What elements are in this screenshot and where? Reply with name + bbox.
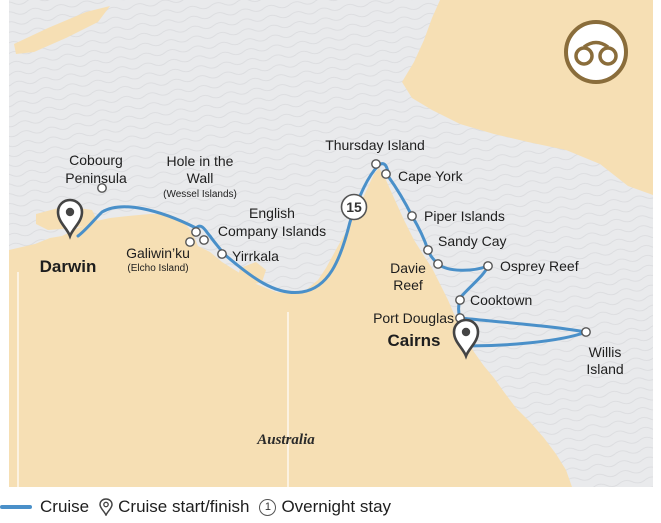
route-map: 15 Cobourg Peninsula Hole in the Wall (W… [9,0,653,487]
label-sandy-cay: Sandy Cay [438,233,506,249]
label-elcho-island: (Elcho Island) [127,263,188,274]
overnight-badge-number: 15 [346,199,362,215]
label-wessel-islands: (Wessel Islands) [163,189,237,200]
label-english-company-2: Company Islands [218,223,326,239]
label-piper-islands: Piper Islands [424,208,505,224]
stop-galiwinku [185,237,195,247]
overnight-number-icon: 1 [259,498,277,516]
legend-start-finish-label: Cruise start/finish [118,497,250,516]
legend-cruise-label: Cruise [40,497,90,516]
legend-overnight: 1 Overnight stay [259,497,391,517]
label-galiwinku: Galiwin’ku [126,245,190,261]
stop-piper-islands [407,211,417,221]
australia-landmass [9,168,572,487]
country-label: Australia [256,432,315,448]
legend-start-finish: Cruise start/finish [99,497,249,517]
label-cobourg-peninsula: Cobourg [69,152,123,168]
map-pin-icon [452,318,480,360]
legend-cruise: Cruise [0,497,89,517]
label-hole-in-the-wall-2: Wall [187,170,214,186]
label-cooktown: Cooktown [470,292,532,308]
label-cobourg-peninsula-2: Peninsula [65,170,127,186]
map-canvas: 15 Cobourg Peninsula Hole in the Wall (W… [9,0,653,487]
label-yirrkala: Yirrkala [232,248,279,264]
label-davie-reef-2: Reef [393,277,423,293]
city-label-darwin: Darwin [40,257,97,276]
stop-hole-in-the-wall [191,227,201,237]
stop-cobourg-peninsula [97,183,107,193]
map-legend: Cruise Cruise start/finish 1 Overnight s… [0,494,661,520]
legend-overnight-label: Overnight stay [281,497,392,516]
city-label-cairns: Cairns [388,331,441,350]
label-davie-reef: Davie [390,260,426,276]
label-cape-york: Cape York [398,168,464,184]
stop-thursday-island [371,159,381,169]
stop-yirrkala [217,249,227,259]
timor-island [14,6,110,54]
label-osprey-reef: Osprey Reef [500,258,579,274]
map-pin-icon [56,198,84,240]
stop-cape-york [381,169,391,179]
stop-cooktown [455,295,465,305]
label-willis-island-2: Island [586,361,623,377]
label-english-company: English [249,205,295,221]
label-port-douglas: Port Douglas [373,310,454,326]
label-willis-island: Willis [589,344,622,360]
stop-english-company-islands [199,235,209,245]
route-line-swatch [0,505,32,509]
stop-willis-island [581,327,591,337]
stop-osprey-reef [483,261,493,271]
label-thursday-island: Thursday Island [325,137,425,153]
stop-sandy-cay [423,245,433,255]
overnight-badge: 15 [340,193,368,221]
map-pin-icon [99,498,113,516]
stop-davie-reef [433,259,443,269]
binoculars-icon [564,20,628,84]
route-stops [97,159,591,337]
label-hole-in-the-wall: Hole in the [167,153,234,169]
